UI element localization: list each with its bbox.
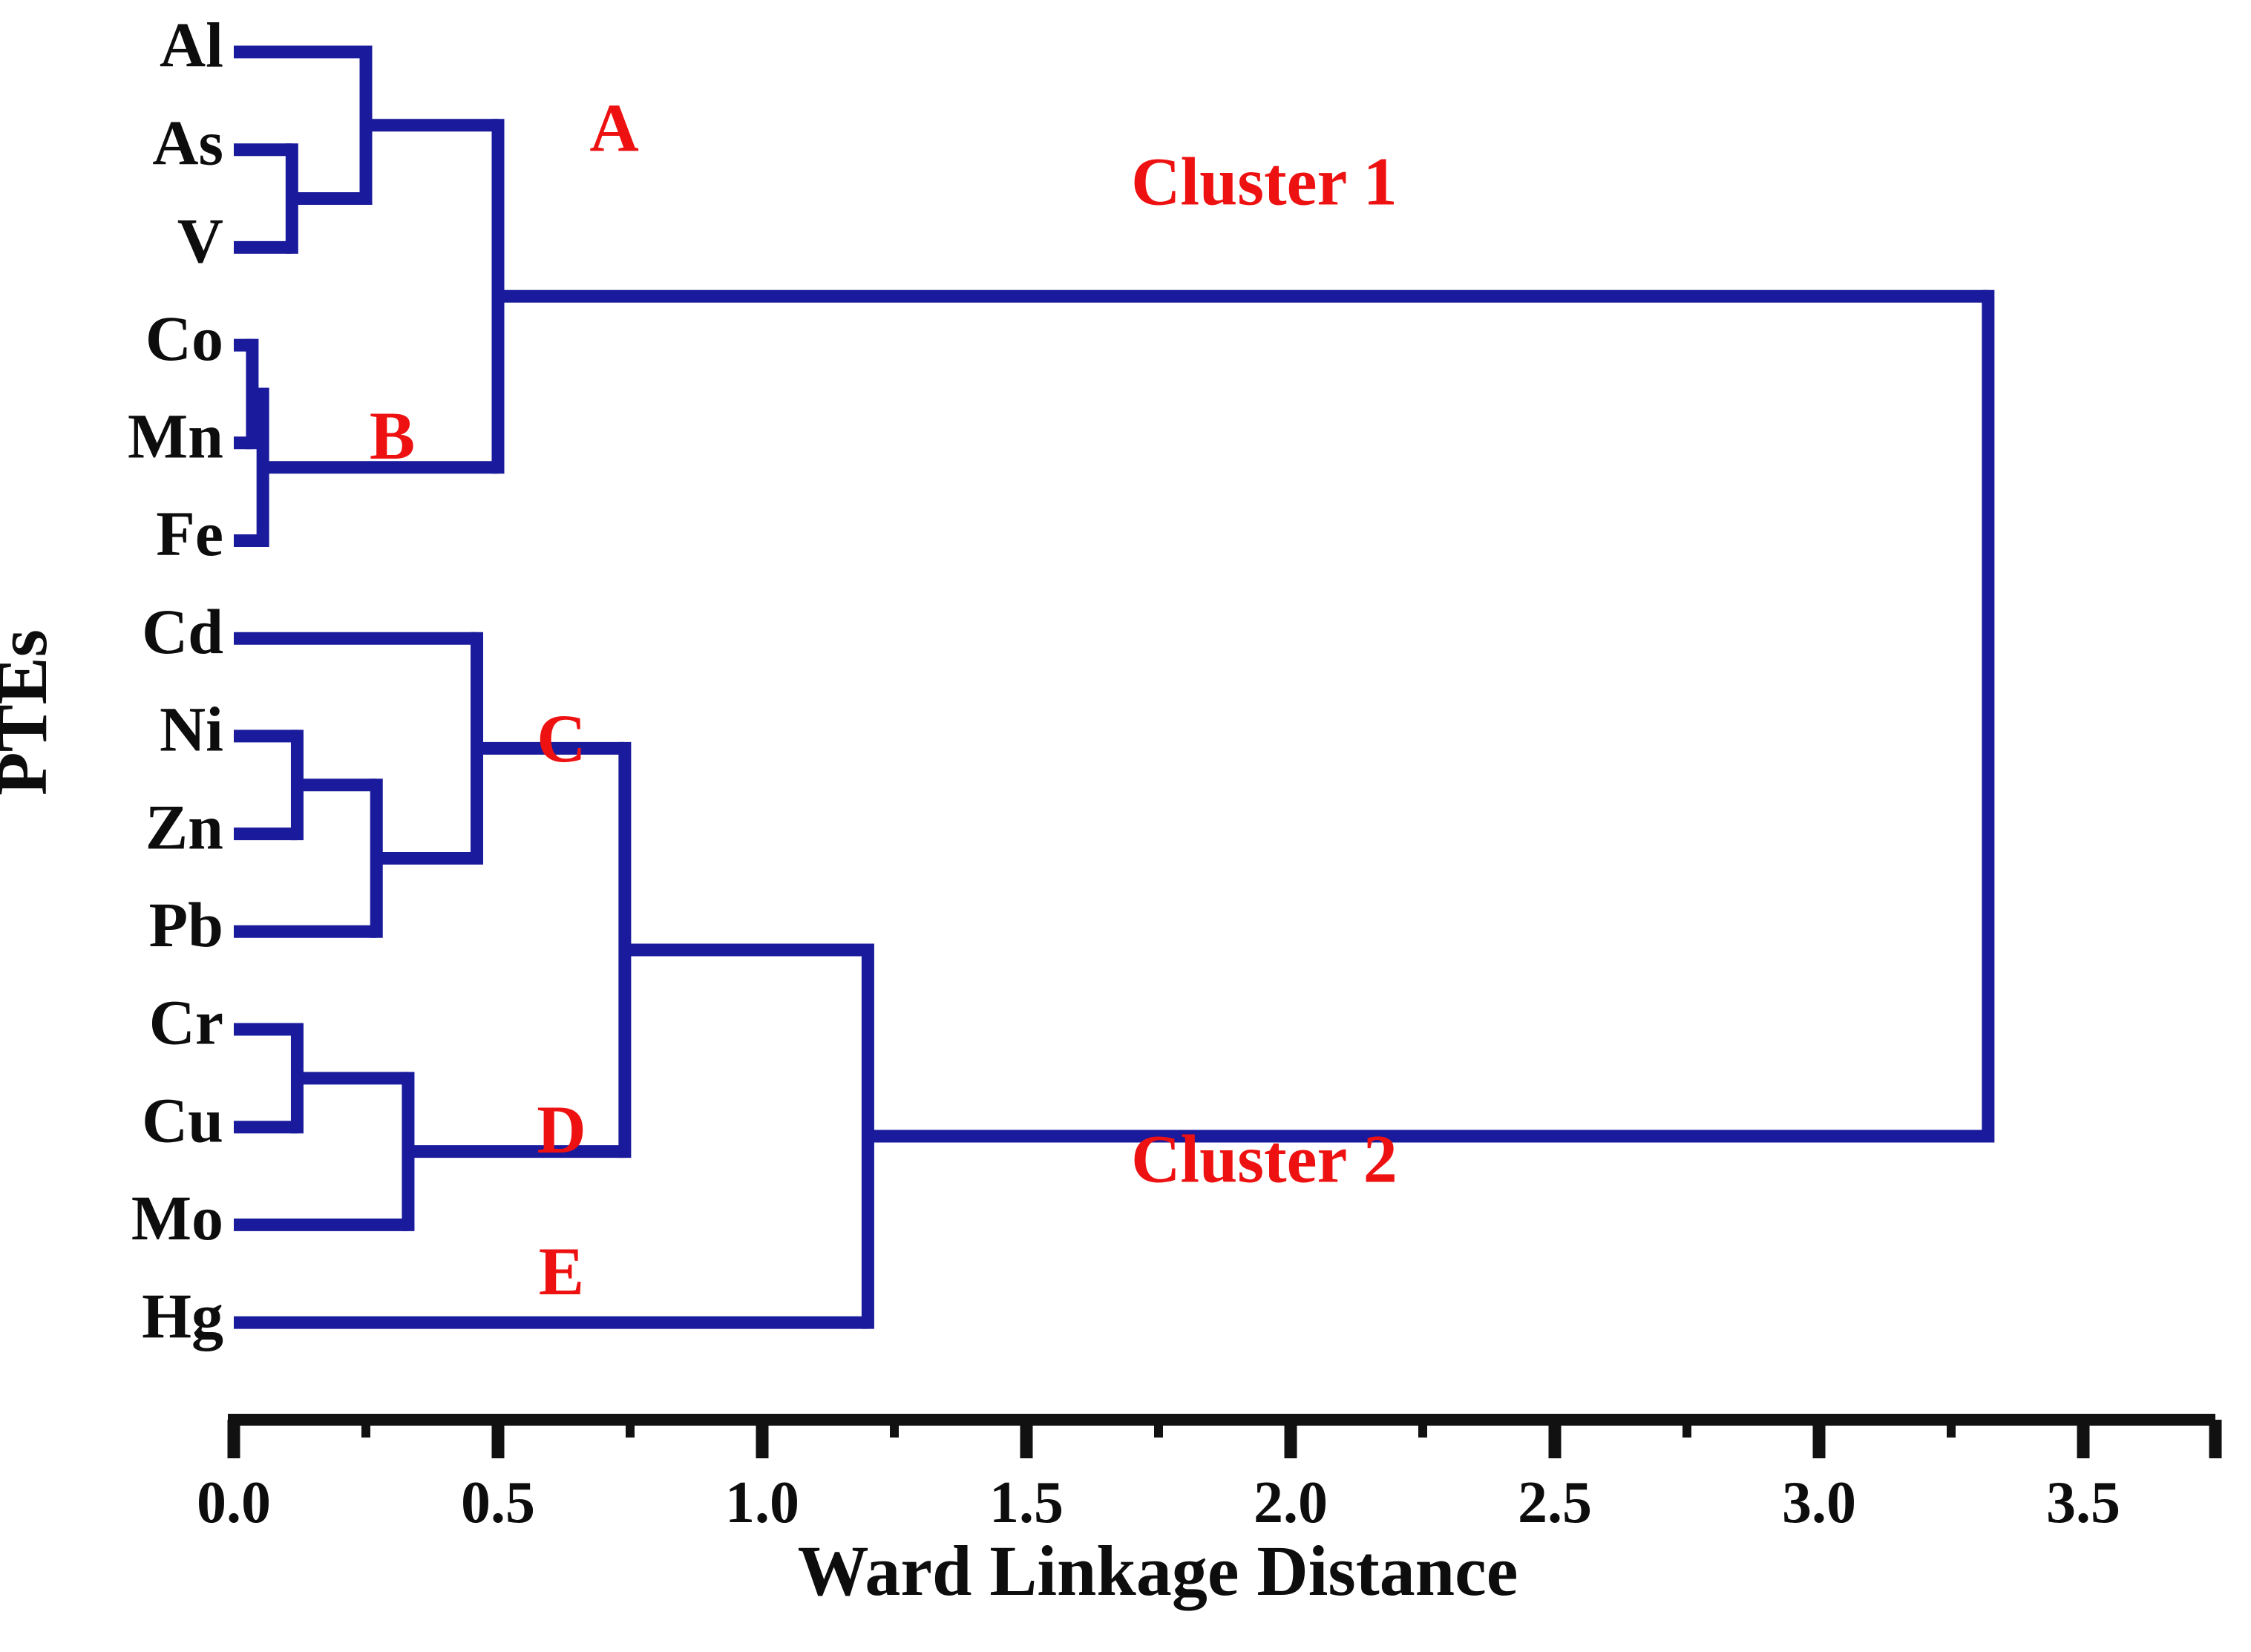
dendrogram-links: [234, 45, 1995, 1329]
x-axis: 0.0 0.5 1.0 1.5 2.0 2.5 3.0 3.5: [197, 1414, 2222, 1535]
subcluster-label-d: D: [537, 1092, 586, 1167]
leaf-label-as: As: [152, 107, 223, 178]
leaf-label-ni: Ni: [160, 694, 223, 765]
subcluster-labels: A B C DE: [370, 90, 639, 1309]
leaf-label-v: V: [177, 205, 223, 276]
x-tick-label: 1.5: [989, 1470, 1064, 1535]
leaf-label-zn: Zn: [145, 791, 223, 862]
leaf-label-al: Al: [160, 10, 223, 81]
leaf-label-cr: Cr: [149, 987, 223, 1058]
leaf-label-co: Co: [145, 303, 223, 374]
x-tick-label: 0.5: [461, 1470, 535, 1535]
subcluster-label-e: E: [539, 1233, 584, 1309]
cluster-label-1: Cluster 1: [1131, 143, 1398, 219]
subcluster-label-b: B: [370, 398, 415, 473]
leaf-label-cu: Cu: [142, 1084, 223, 1156]
leaf-label-cd: Cd: [142, 596, 223, 667]
x-axis-title: Ward Linkage Distance: [798, 1531, 1518, 1610]
subcluster-label-a: A: [589, 90, 638, 165]
y-axis-title: PTEs: [0, 629, 62, 796]
x-tick-label: 2.0: [1254, 1470, 1328, 1535]
x-tick-label: 3.0: [1782, 1470, 1856, 1535]
leaf-label-fe: Fe: [156, 498, 223, 569]
leaf-label-pb: Pb: [149, 889, 223, 960]
subcluster-label-c: C: [537, 701, 586, 776]
cluster-label-2: Cluster 2: [1131, 1121, 1398, 1196]
x-tick-label: 0.0: [197, 1470, 271, 1535]
leaf-label-mn: Mn: [128, 401, 223, 472]
x-tick-label: 3.5: [2046, 1470, 2120, 1535]
x-tick-label: 1.0: [725, 1470, 799, 1535]
cluster-labels: Cluster 1 Cluster 2: [1131, 143, 1398, 1196]
leaf-label-mo: Mo: [131, 1182, 223, 1253]
x-tick-label: 2.5: [1518, 1470, 1592, 1535]
leaf-label-hg: Hg: [142, 1280, 223, 1351]
